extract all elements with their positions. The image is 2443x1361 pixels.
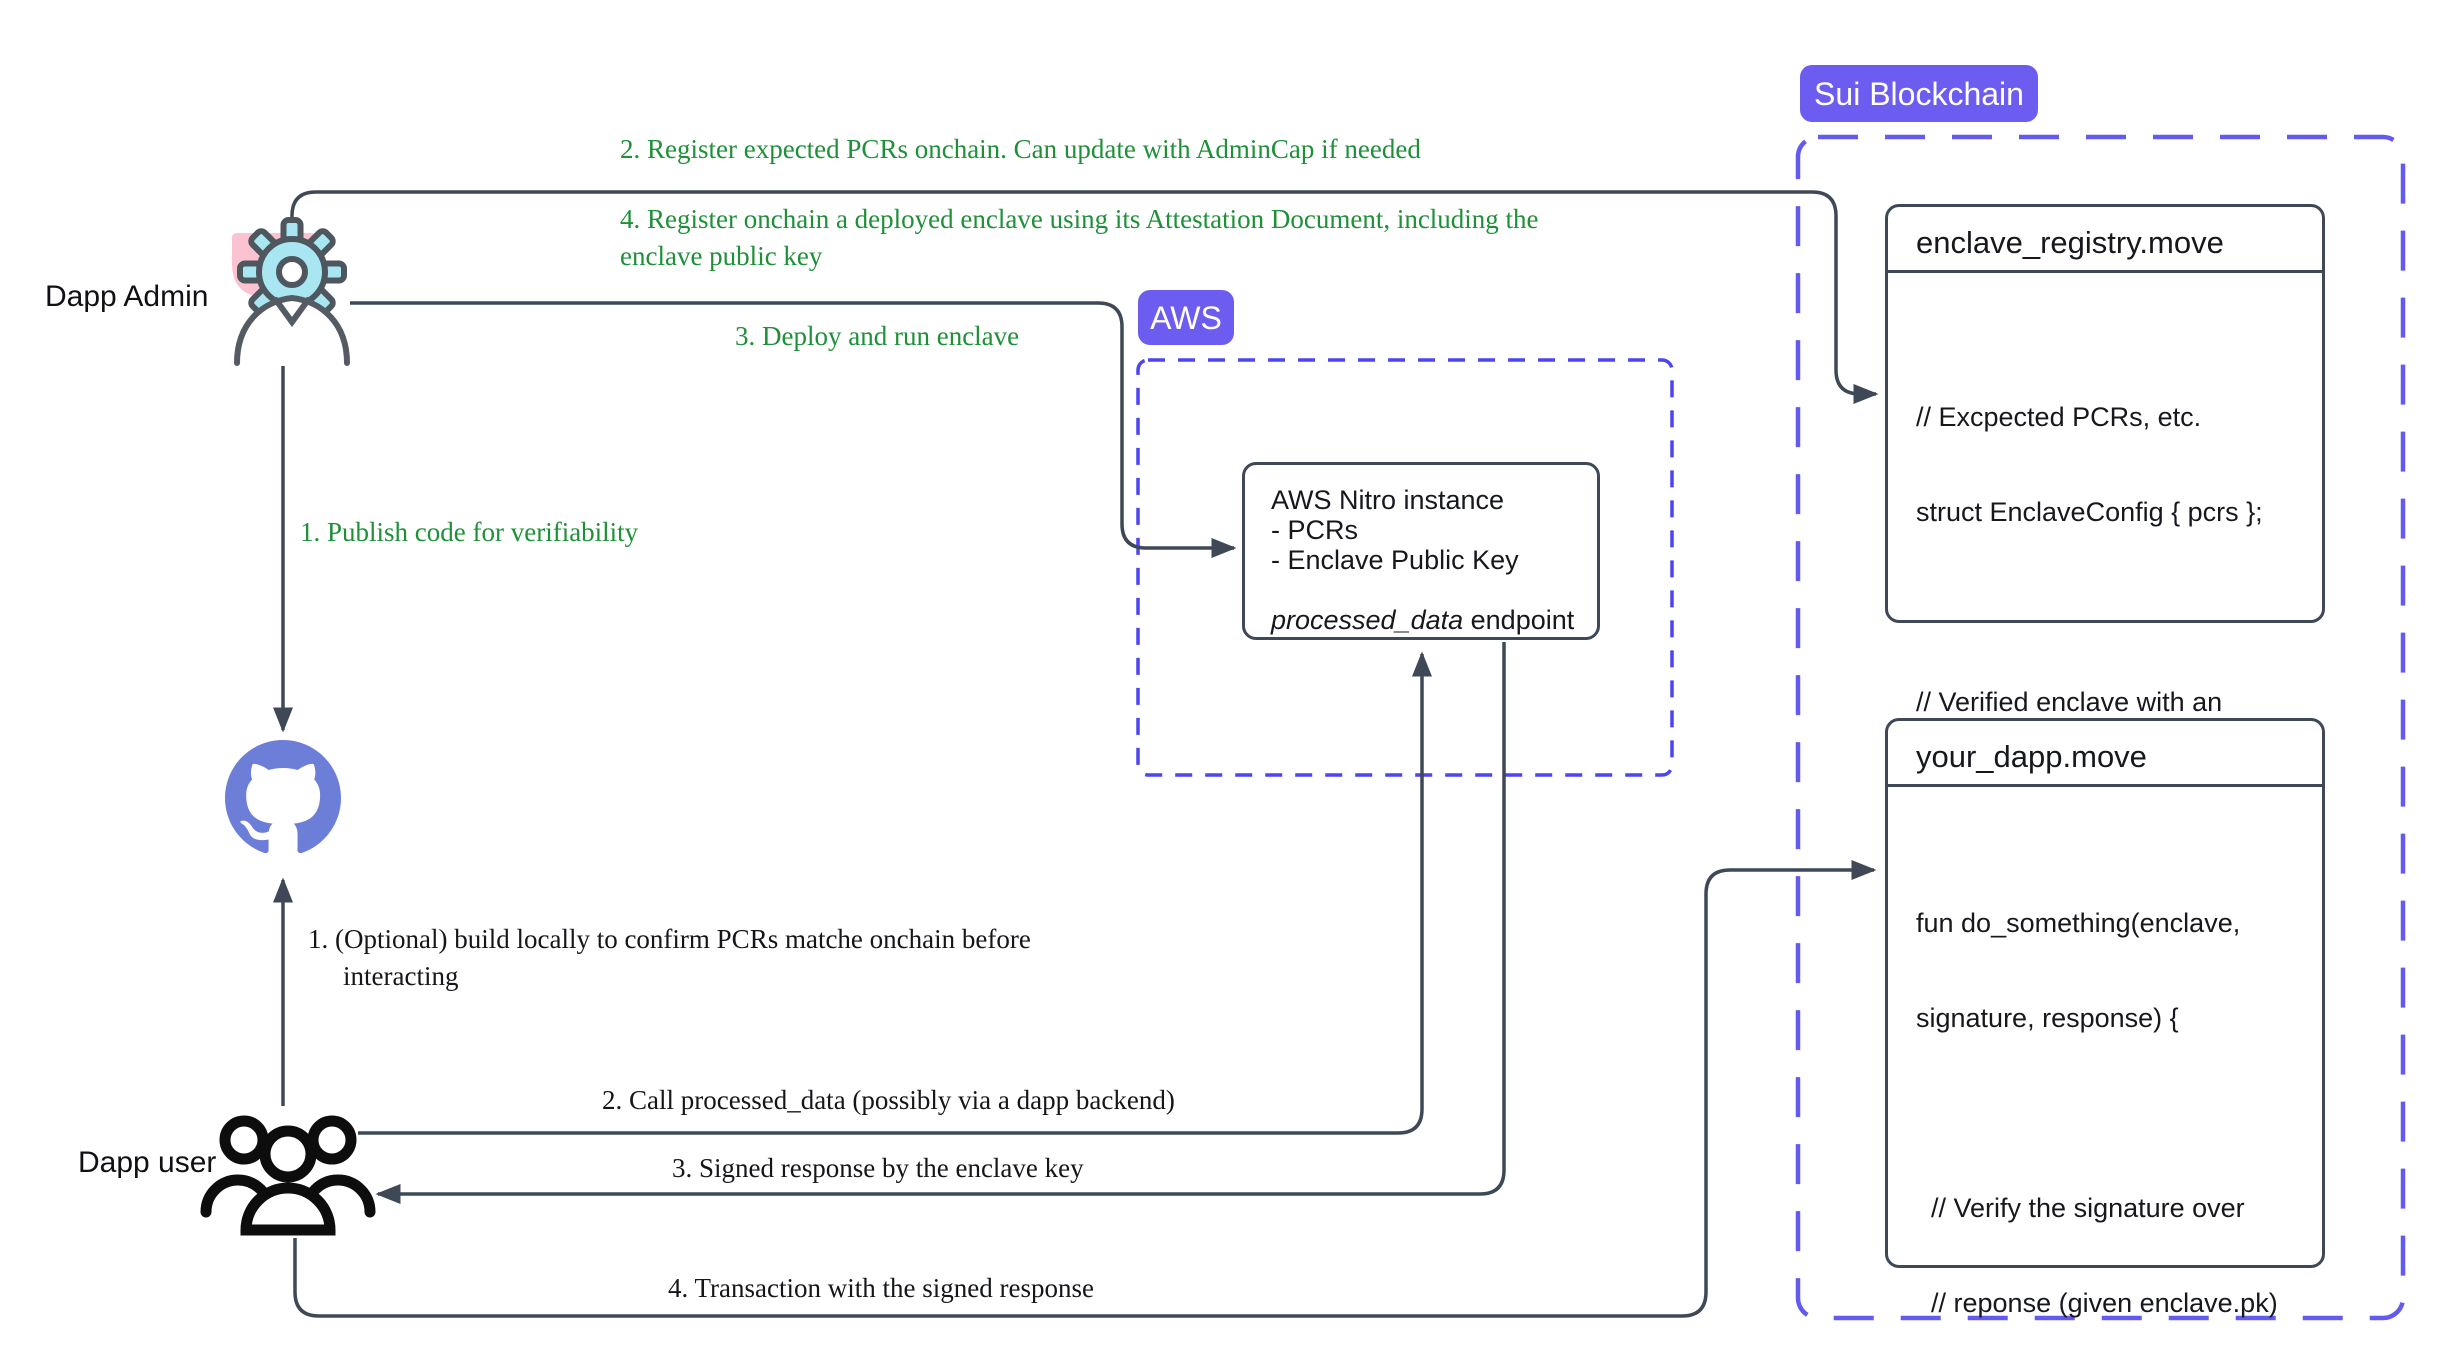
code-line: // reponse (given enclave.pk) (1916, 1288, 2278, 1318)
github-icon (225, 740, 341, 854)
code-line (1916, 1097, 2294, 1130)
edge-transaction-user-to-dapp (293, 859, 1877, 1318)
annotation-register-enclave-line1: 4. Register onchain a deployed enclave u… (620, 204, 1539, 234)
aws-nitro-instance-box: AWS Nitro instance - PCRs - Enclave Publ… (1242, 462, 1600, 640)
your-dapp-title: your_dapp.move (1888, 721, 2322, 787)
annotation-build-locally: 1. (Optional) build locally to confirm P… (308, 921, 1031, 995)
nitro-spacer (1271, 575, 1571, 605)
dapp-user-label: Dapp user (78, 1146, 217, 1179)
annotation-register-enclave-line2: enclave public key (620, 241, 823, 271)
annotation-register-enclave: 4. Register onchain a deployed enclave u… (620, 201, 1539, 275)
code-line: // Verify the signature over (1916, 1193, 2245, 1223)
annotation-transaction: 4. Transaction with the signed response (668, 1273, 1094, 1303)
code-line: signature, response) { (1916, 1003, 2179, 1033)
nitro-endpoint-name: processed_data (1271, 605, 1464, 635)
annotation-publish: 1. Publish code for verifiability (300, 517, 639, 547)
aws-badge: AWS (1138, 290, 1234, 345)
nitro-endpoint: processed_data endpoint (1271, 605, 1575, 635)
nitro-enclave-public-key: - Enclave Public Key (1271, 545, 1519, 575)
nitro-endpoint-suffix: endpoint (1463, 605, 1575, 635)
nitro-title: AWS Nitro instance (1271, 485, 1505, 515)
nitro-pcrs: - PCRs (1271, 515, 1358, 545)
dapp-admin-icon (232, 217, 350, 366)
dapp-user-icon (200, 1115, 376, 1236)
edge-register-pcrs-admin-to-registry (290, 190, 1879, 405)
edge-deploy-admin-to-nitro (350, 301, 1237, 559)
admin-person-icon (234, 294, 350, 366)
your-dapp-code: fun do_something(enclave, signature, res… (1888, 787, 2322, 1361)
your-dapp-box: your_dapp.move fun do_something(enclave,… (1885, 718, 2325, 1318)
dapp-admin-label: Dapp Admin (45, 280, 209, 313)
sui-blockchain-dashed-box (1795, 134, 2406, 1321)
enclave-registry-box: enclave_registry.move // Excpected PCRs,… (1885, 204, 2325, 907)
code-line: // Verified enclave with an (1916, 687, 2223, 717)
annotation-call-processed-data: 2. Call processed_data (possibly via a d… (602, 1085, 1175, 1115)
annotation-register-pcrs: 2. Register expected PCRs onchain. Can u… (620, 134, 1421, 164)
annotation-signed-response: 3. Signed response by the enclave key (672, 1153, 1084, 1183)
code-line: fun do_something(enclave, (1916, 908, 2241, 938)
code-line: struct EnclaveConfig { pcrs }; (1916, 497, 2263, 527)
edge-call-user-to-nitro (358, 651, 1433, 1135)
aws-dashed-box (1136, 358, 1674, 777)
edge-signed-nitro-to-user (375, 642, 1506, 1205)
code-line (1916, 591, 2294, 624)
annotation-build-line1: 1. (Optional) build locally to confirm P… (308, 924, 1031, 954)
sui-blockchain-badge: Sui Blockchain (1800, 65, 2038, 122)
code-line: // Excpected PCRs, etc. (1916, 402, 2202, 432)
enclave-registry-title: enclave_registry.move (1888, 207, 2322, 273)
annotation-deploy: 3. Deploy and run enclave (735, 321, 1020, 351)
annotation-build-line2: interacting (343, 961, 459, 991)
